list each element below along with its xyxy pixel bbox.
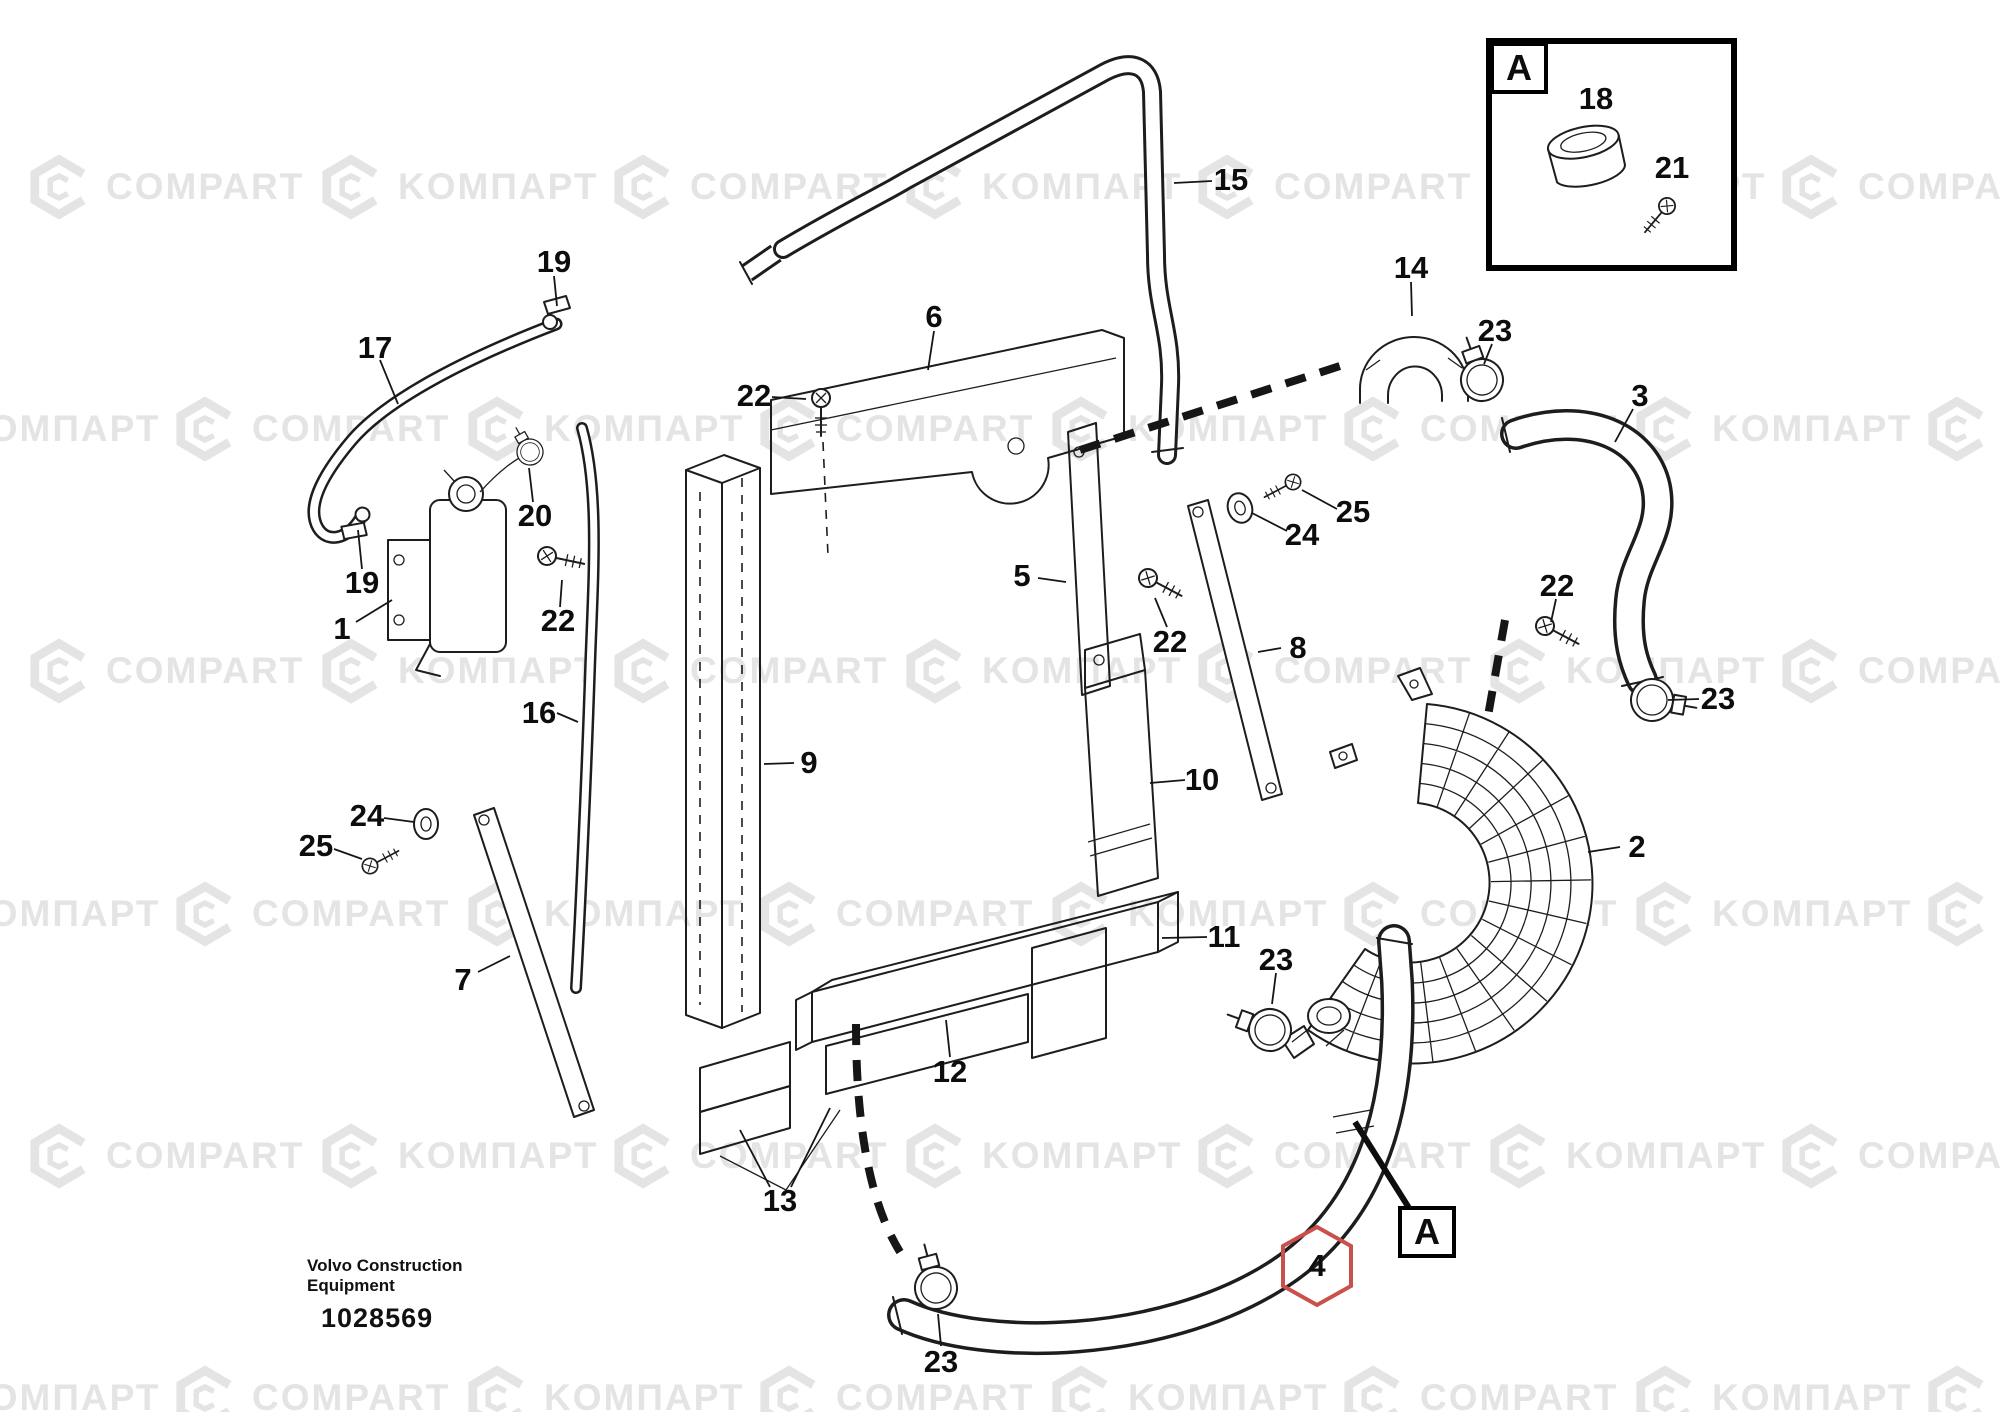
detail-inset-box: [1486, 38, 1737, 271]
upper-pipe-part15: [739, 55, 1184, 465]
lower-radiator-hose-part4: [887, 924, 1415, 1356]
document-part-number: 1028569: [321, 1303, 434, 1333]
flange-screw-22-c: [1134, 564, 1187, 605]
fitting-19-b: [339, 504, 372, 543]
reservoir-hose-part17: [307, 317, 563, 544]
hose-saddle-part14: [1358, 336, 1469, 404]
washer-24-a: [413, 808, 439, 840]
hose-clamp-23-middle: [1219, 993, 1298, 1058]
fan-shroud-part2: [1281, 667, 1594, 1065]
flange-screw-22-b: [811, 388, 831, 557]
publisher-name-line1: Volvo Construction: [307, 1256, 463, 1275]
sleeve-part18: [1546, 124, 1626, 188]
radiator-hose-part3: [1500, 409, 1674, 696]
detail-a-pointer-line: [1352, 1120, 1412, 1210]
side-member-part9: [685, 454, 761, 1029]
flange-screw-25-a: [358, 843, 403, 878]
hose-clamp-23-top: [1445, 329, 1510, 408]
expansion-tank-part1: [387, 469, 507, 677]
routing-dashed-lines: [852, 362, 1509, 1255]
washer-24-b: [1222, 489, 1258, 527]
bracket-part5: [1067, 422, 1111, 696]
publisher-block: Volvo Construction Equipment 1028569: [307, 1256, 463, 1334]
flange-screw-25-b: [1260, 470, 1305, 505]
hose-clamp-23-right: [1626, 674, 1701, 730]
flange-screw-22-d: [1531, 612, 1584, 653]
publisher-name-line2: Equipment: [307, 1276, 395, 1295]
top-plate-part6: [770, 329, 1125, 505]
callout-leader-lines: [333, 111, 1700, 1347]
lower-duct-part11: [795, 891, 1179, 1051]
flange-screw-22-a: [535, 544, 588, 574]
air-duct-part10: [1084, 633, 1159, 897]
mounting-part13: [699, 1041, 841, 1191]
